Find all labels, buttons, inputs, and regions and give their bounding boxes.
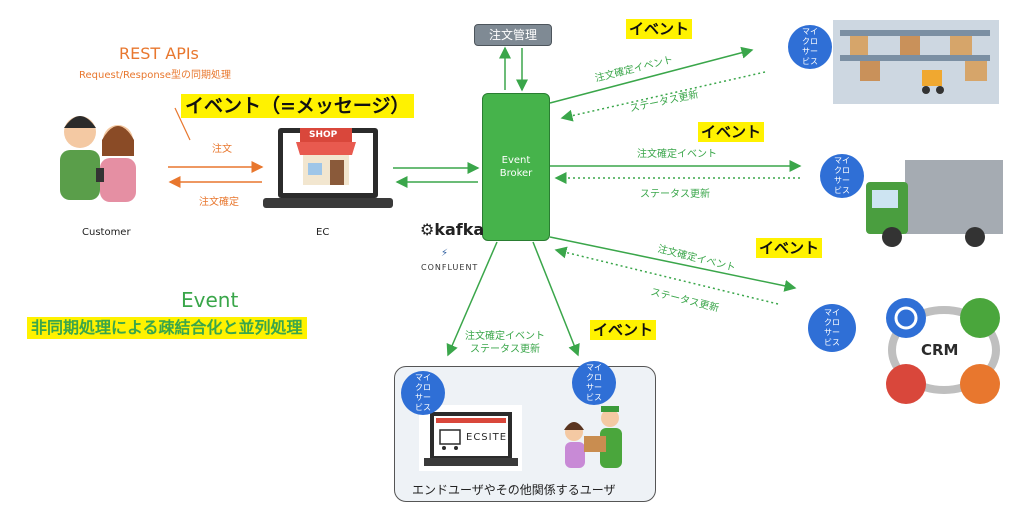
ecsite-label: ECSITE	[466, 432, 508, 443]
micro-service-warehouse: マイ クロ サー ビス	[788, 25, 832, 69]
confluent-icon: ⚡	[441, 248, 449, 259]
bottom-right-arrow	[532, 241, 580, 357]
event-tag-warehouse: イベント	[626, 19, 693, 39]
order-confirm-label: 注文確定	[199, 197, 239, 208]
order-label: 注文	[212, 144, 232, 155]
truck-status-update: ステータス更新	[640, 189, 710, 200]
micro-service-crm: マイ クロ サー ビス	[808, 304, 856, 352]
crm-label: CRM	[921, 341, 959, 359]
crm-status-arrow	[554, 246, 779, 305]
crm-event-arrow	[549, 236, 797, 292]
micro-service-users: マイ クロ サー ビス	[572, 361, 616, 405]
event-message-label: イベント（=メッセージ）	[181, 94, 414, 118]
event-title: Event	[181, 288, 239, 312]
end-users-label: エンドユーザやその他関係するユーザ	[412, 483, 616, 497]
event-description: 非同期処理による疎結合化と並列処理	[27, 317, 307, 339]
rest-subtitle: Request/Response型の同期処理	[79, 70, 232, 81]
rest-connector	[174, 107, 191, 141]
event-tag-bottom: イベント	[590, 320, 657, 340]
event-tag-truck: イベント	[698, 122, 765, 142]
kafka-logo: ⚙kafka	[420, 220, 484, 239]
micro-service-truck: マイ クロ サー ビス	[820, 154, 864, 198]
customer-label: Customer	[82, 227, 131, 238]
kafka-icon: ⚙	[420, 220, 435, 239]
event-broker-box: Event Broker	[482, 93, 550, 241]
bottom-event-labels: 注文確定イベント ステータス更新	[465, 331, 545, 355]
kafka-text: kafka	[434, 220, 485, 239]
bottom-left-arrow	[446, 241, 498, 357]
confluent-logo: CONFLUENT	[421, 263, 479, 272]
ec-label: EC	[316, 227, 330, 238]
event-tag-crm: イベント	[756, 238, 823, 258]
shop-sign: SHOP	[309, 130, 338, 140]
order-management-box: 注文管理	[474, 24, 552, 46]
warehouse-event-arrow	[549, 46, 754, 104]
rest-title: REST APIs	[119, 44, 199, 63]
truck-order-event: 注文確定イベント	[637, 149, 717, 160]
micro-service-ecsite: マイ クロ サー ビス	[401, 371, 445, 415]
